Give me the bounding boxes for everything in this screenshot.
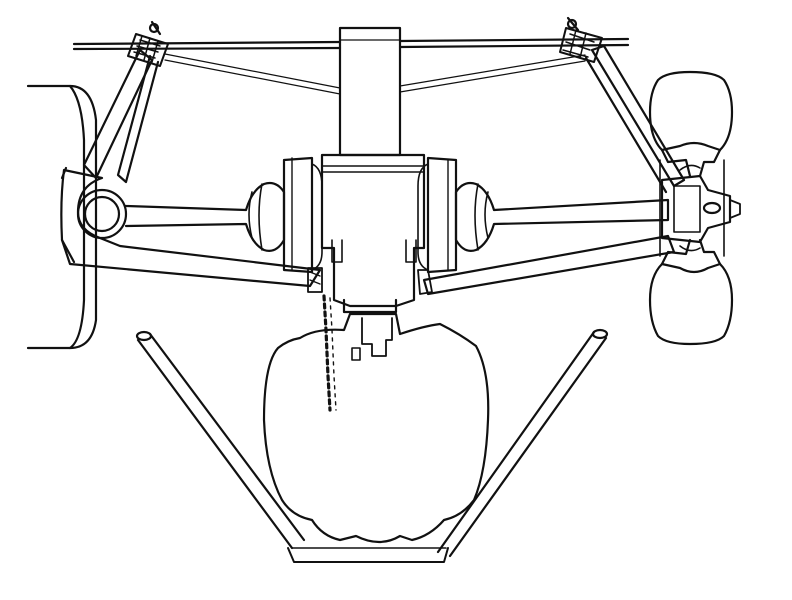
left-frame-tube [135,330,306,550]
left-drive-shaft [124,181,286,252]
right-brake-disc [417,156,458,274]
left-top-mount [127,20,169,67]
right-upper-wishbone [559,16,686,194]
differential-housing [320,153,426,314]
fuel-tank [262,312,490,544]
frame-crossbar [72,37,630,95]
left-lower-link-end [307,267,323,293]
left-rubber-bush [76,188,128,240]
left-brake-disc [282,156,323,274]
right-frame-tube [436,328,609,558]
bottom-cross-member [287,547,449,563]
right-top-mount [559,16,603,63]
right-wheel [648,70,734,346]
left-lower-link [60,166,322,288]
oil-drain-chain [322,294,337,412]
chassis-spine [338,26,402,157]
left-upper-wishbone [82,20,169,184]
right-hub-upright [660,164,741,252]
right-drive-shaft [454,181,670,252]
left-wheel [26,84,98,350]
